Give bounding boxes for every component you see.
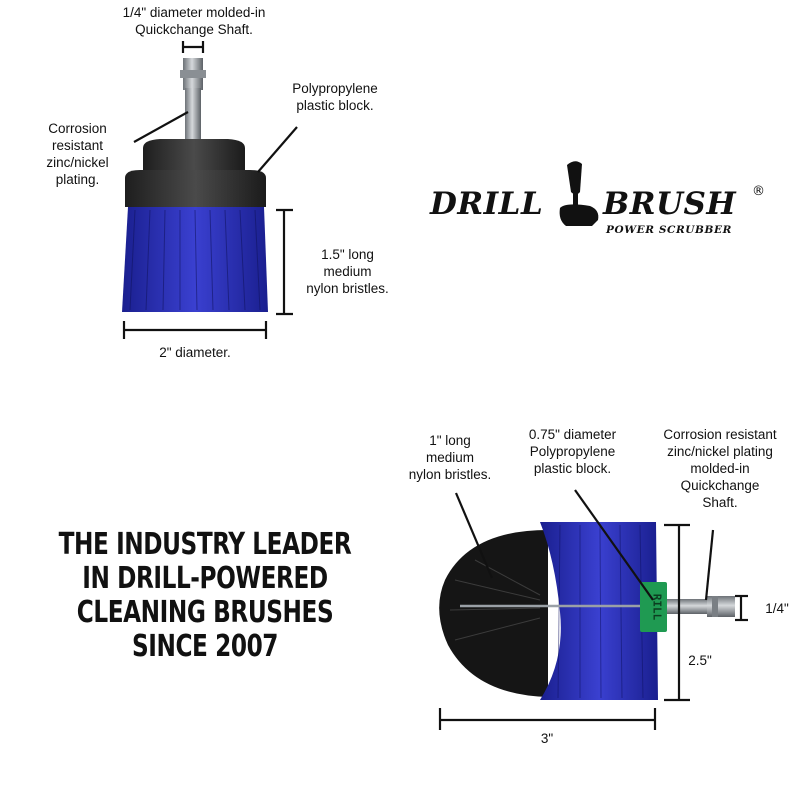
round-brush-block-label: 0.75" diameter Polypropylene plastic blo… (510, 426, 635, 477)
flat-brush-bristle-strands (129, 209, 261, 311)
round-brush-block-label-line2: Polypropylene (529, 444, 616, 459)
flat-brush-block-label: Polypropylene plastic block. (275, 80, 395, 114)
round-brush-shaft-label-line2: zinc/nickel plating (667, 444, 773, 459)
flat-brush-block-label-line1: Polypropylene (292, 81, 378, 96)
round-brush-shaft-label-line5: Shaft. (702, 495, 738, 510)
flat-brush-shaft (185, 88, 201, 144)
round-brush-shaft-label-line1: Corrosion resistant (663, 427, 777, 442)
flat-brush-shaft-groove (180, 70, 206, 78)
drill-brush-logo-mark (559, 161, 599, 226)
round-brush-block-label-line3: plastic block. (533, 461, 612, 476)
flat-brush-shaft-label-line2: Quickchange Shaft. (135, 22, 253, 37)
round-brush-dimension-lines (438, 489, 748, 730)
logo-word-brush: BRUSH (603, 186, 737, 222)
flat-brush-block-base (125, 170, 266, 207)
flat-brush-bristles (122, 207, 268, 312)
logo-word-drill: DRILL (430, 186, 544, 222)
round-brush-shaft-label-line3: molded-in (690, 461, 750, 476)
round-brush-illustration: RILL (438, 489, 748, 730)
round-brush-block-text: RILL (651, 594, 664, 621)
flat-brush-bristle-label-line2: medium (323, 264, 372, 279)
flat-brush-bristle-label-line3: nylon bristles. (306, 281, 389, 296)
round-brush-bristle-label-line1: 1" long (429, 433, 471, 448)
logo-registered-mark: ® (752, 184, 765, 199)
round-brush-shaft-label: Corrosion resistant zinc/nickel plating … (645, 426, 795, 511)
tagline-line1: THE INDUSTRY LEADER (58, 527, 352, 562)
flat-brush-plating-label-line4: plating. (55, 172, 100, 187)
flat-brush-bristle-label: 1.5" long medium nylon bristles. (290, 246, 405, 297)
round-brush-shaft-dimension: 1/4" (765, 601, 789, 616)
round-brush-shaft-label-line4: Quickchange (680, 478, 760, 493)
round-brush-shaft (667, 599, 707, 614)
flat-brush-diameter-label: 2" diameter. (159, 345, 231, 360)
round-brush-height-dimension: 2.5" (688, 653, 712, 668)
tagline-line2: IN DRILL-POWERED (82, 561, 328, 596)
flat-brush-dimension-lines (122, 41, 298, 339)
logo-subtitle: POWER SCRUBBER (606, 224, 732, 236)
flat-brush-plating-label-line2: resistant (51, 138, 104, 153)
round-brush-hex-tip (707, 596, 735, 617)
round-brush-bristle-label-line3: nylon bristles. (408, 467, 492, 482)
industry-leader-tagline: THE INDUSTRY LEADER IN DRILL-POWERED CLE… (46, 528, 364, 664)
flat-brush-block-top (143, 139, 245, 172)
round-brush-bristle-label-line2: medium (425, 450, 474, 465)
flat-brush-plating-label-line1: Corrosion (48, 121, 107, 136)
flat-brush-illustration (122, 41, 298, 339)
flat-brush-block-label-line2: plastic block. (296, 98, 374, 113)
round-brush-green-block (640, 582, 667, 632)
flat-brush-shaft-label-line1: 1/4" diameter molded-in (122, 5, 266, 20)
tagline-line4: SINCE 2007 (131, 629, 279, 664)
flat-brush-plating-label: Corrosion resistant zinc/nickel plating. (30, 120, 125, 188)
tagline-line3: CLEANING BRUSHES (76, 595, 334, 630)
round-brush-black-bristles (439, 530, 548, 697)
round-brush-block-label-line1: 0.75" diameter (528, 427, 617, 442)
flat-brush-plating-label-line3: zinc/nickel (46, 155, 109, 170)
flat-brush-shaft-label: 1/4" diameter molded-in Quickchange Shaf… (104, 4, 284, 38)
round-brush-bristle-label: 1" long medium nylon bristles. (395, 432, 505, 483)
flat-brush-bristle-label-line1: 1.5" long (321, 247, 374, 262)
round-brush-width-dimension: 3" (540, 731, 554, 746)
